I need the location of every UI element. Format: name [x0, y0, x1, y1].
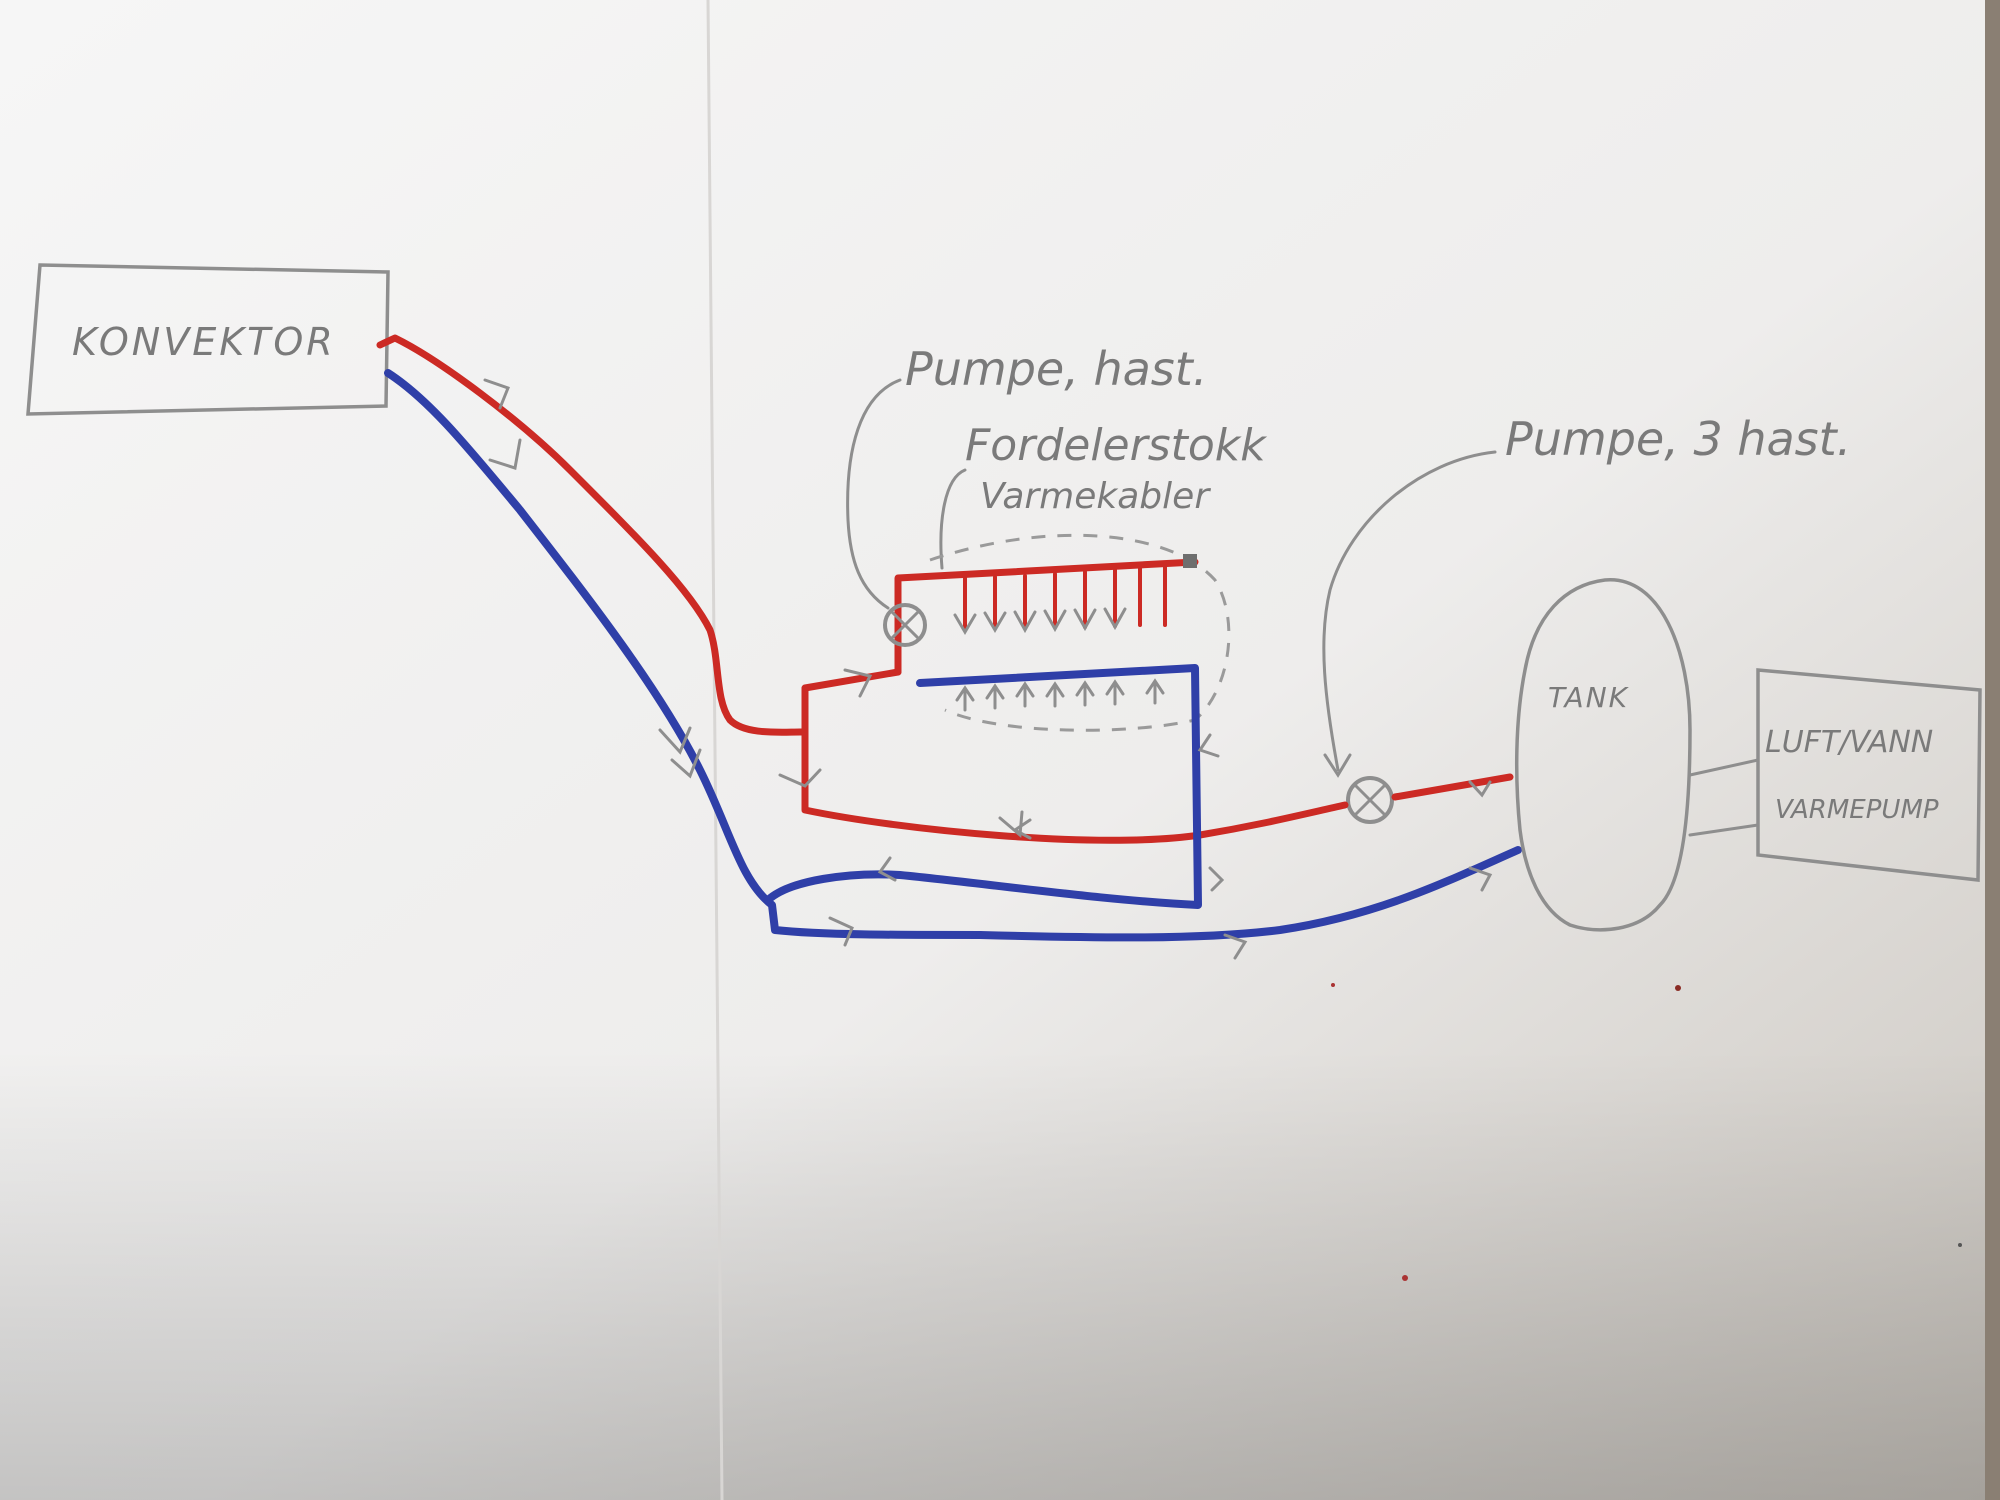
- tank: TANK: [1514, 578, 1692, 932]
- manifold-annotation: Fordelerstokk Varmekabler: [939, 420, 1267, 570]
- heat-pump-label-2: VARMEPUMP: [1775, 795, 1939, 825]
- manifold-end-cap: [1183, 554, 1197, 568]
- heat-pump-label-1: LUFT/VANN: [1765, 725, 1933, 760]
- manifold-annotation-line1: Fordelerstokk: [965, 420, 1267, 471]
- tank-label: TANK: [1548, 681, 1630, 714]
- tank-pump-icon: [1346, 776, 1394, 824]
- konvektor-unit: KONVEKTOR: [26, 263, 390, 416]
- pump-annotation: Pumpe, hast.: [846, 342, 1207, 610]
- table-edge: [1985, 0, 2000, 1500]
- manifold-annotation-line2: Varmekabler: [980, 476, 1211, 517]
- paper-shadow: [0, 1050, 1985, 1500]
- paper-fold: [706, 0, 724, 1500]
- heat-pump-unit: LUFT/VANN VARMEPUMP: [1688, 668, 1982, 882]
- manifold-pump-icon: [883, 603, 927, 647]
- pump3-annotation-label: Pumpe, 3 hast.: [1505, 412, 1851, 466]
- heated-area-dashed: [929, 533, 1231, 732]
- pump-annotation-label: Pumpe, hast.: [905, 342, 1207, 396]
- pump3-annotation: Pumpe, 3 hast.: [1322, 412, 1851, 778]
- paper-specks: [1331, 983, 1962, 1281]
- flow-arrows: [483, 378, 1493, 960]
- manifold: [894, 554, 1199, 712]
- supply-pipes: [376, 334, 1514, 844]
- konvektor-label: KONVEKTOR: [72, 320, 336, 364]
